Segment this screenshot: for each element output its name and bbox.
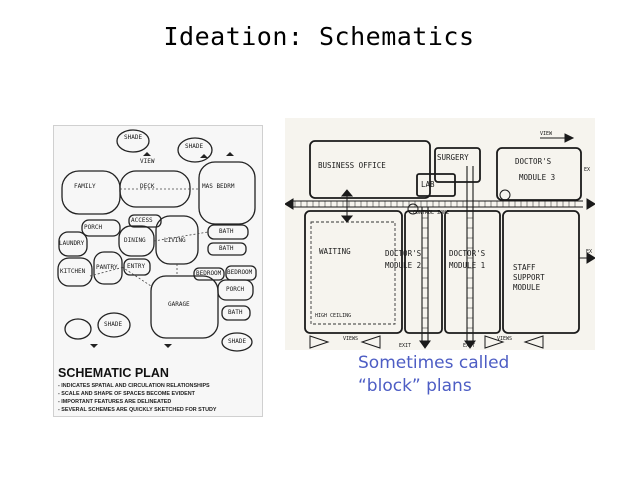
bubble-garage	[150, 275, 219, 339]
block-plan-drawing: VIEW BUSINESS OFFICE SURGERY LAB DOCTOR'…	[285, 118, 595, 350]
label-bedroom-2: BEDROOM	[227, 269, 253, 276]
bubble-laundry	[58, 231, 88, 257]
bubble-bath-1	[207, 224, 249, 240]
block-doctors-module-3	[496, 147, 582, 201]
label-entry: ENTRY	[127, 263, 146, 270]
label-shade-bottom: SHADE	[104, 321, 123, 328]
label-family: FAMILY	[74, 183, 96, 190]
label-deck: DECK	[140, 183, 155, 190]
bubble-pantry	[93, 251, 123, 285]
label-control-zone: CONTROL ZONE	[413, 210, 450, 216]
slide-caption: Sometimes called “block” plans	[358, 352, 509, 398]
label-views-right: VIEWS	[497, 336, 513, 342]
label-dining: DINING	[124, 237, 146, 244]
label-doctors-module-3-line1: DOCTOR'S	[515, 157, 552, 166]
label-doctors-module-2-line2: MODULE 2	[385, 261, 422, 270]
house-bubble-diagram	[57, 129, 257, 352]
label-access: ACCESS	[131, 217, 153, 224]
label-views-left: VIEWS	[343, 336, 359, 342]
bubble-entry	[123, 258, 151, 276]
label-staff-line1: STAFF	[513, 263, 536, 272]
bubble-bath-2	[207, 242, 247, 256]
label-bedroom-1: BEDROOM	[196, 270, 222, 277]
bubble-shade-mid	[177, 137, 213, 163]
label-shade-top: SHADE	[124, 134, 143, 141]
label-bath-3: BATH	[228, 309, 243, 316]
label-exit-mid: EXIT	[463, 343, 476, 349]
label-view: VIEW	[540, 131, 553, 137]
note-item: - SEVERAL SCHEMES ARE QUICKLY SKETCHED F…	[58, 407, 217, 413]
label-garage: GARAGE	[168, 301, 190, 308]
label-surgery: SURGERY	[437, 153, 469, 162]
label-view: VIEW	[140, 158, 155, 165]
block-staff-support	[502, 210, 580, 334]
schematic-plan-notes: - INDICATES SPATIAL AND CIRCULATION RELA…	[58, 382, 262, 414]
label-high-ceiling: HIGH CEILING	[315, 313, 352, 319]
bubble-bath-3	[221, 305, 251, 321]
label-shade-mid: SHADE	[185, 143, 204, 150]
schematic-plan-drawing: SHADE VIEW SHADE FAMILY DECK MAS BEDRM P…	[53, 125, 263, 417]
label-doctors-module-1-line2: MODULE 1	[449, 261, 486, 270]
bubble-shade-bottom	[97, 312, 131, 338]
bubble-kitchen	[57, 257, 93, 287]
note-item: - INDICATES SPATIAL AND CIRCULATION RELA…	[58, 383, 210, 389]
slide-title: Ideation: Schematics	[163, 22, 475, 51]
schematic-plan-heading: SCHEMATIC PLAN	[58, 366, 169, 380]
label-ex-right: EX	[586, 249, 593, 255]
bubble-shade-right	[221, 332, 253, 352]
label-exit-left: EXIT	[399, 343, 412, 349]
label-pantry: PANTRY	[96, 264, 118, 271]
label-kitchen: KITCHEN	[60, 268, 86, 275]
block-waiting	[304, 210, 403, 334]
label-porch-right: PORCH	[226, 286, 245, 293]
label-staff-line3: MODULE	[513, 283, 541, 292]
bubble-family	[61, 170, 121, 215]
label-staff-line2: SUPPORT	[513, 273, 545, 282]
bubble-small-left	[64, 318, 92, 340]
label-porch-left: PORCH	[84, 224, 103, 231]
clinic-block-diagram	[285, 133, 595, 349]
label-business-office: BUSINESS OFFICE	[318, 161, 386, 170]
block-business-office	[309, 140, 431, 199]
note-item: - IMPORTANT FEATURES ARE DELINEATED	[58, 399, 172, 405]
label-doctors-module-3-line2: MODULE 3	[519, 173, 556, 182]
block-doctors-module-2	[404, 210, 443, 334]
label-bath-1: BATH	[219, 228, 234, 235]
label-bath-2: BATH	[219, 245, 234, 252]
caption-line-2: “block” plans	[358, 376, 472, 396]
label-living: LIVING	[164, 237, 186, 244]
label-laundry: LAUNDRY	[59, 240, 85, 247]
note-item: - SCALE AND SHAPE OF SPACES BECOME EVIDE…	[58, 391, 195, 397]
block-lab	[416, 173, 456, 197]
label-master-bedroom: MAS BEDRM	[202, 183, 235, 190]
label-doctors-module-2-line1: DOCTOR'S	[385, 249, 422, 258]
label-ex-top: EX	[584, 167, 591, 173]
bubble-bedroom-1	[193, 267, 225, 281]
block-surgery	[434, 147, 481, 183]
label-shade-right: SHADE	[228, 338, 247, 345]
bubble-master-bedroom	[198, 161, 256, 225]
caption-line-1: Sometimes called	[358, 353, 510, 373]
bubble-porch-left	[81, 219, 121, 237]
bubble-shade-top	[116, 129, 150, 153]
bubble-deck	[119, 170, 191, 208]
label-doctors-module-1-line1: DOCTOR'S	[449, 249, 486, 258]
waiting-high-ceiling-zone	[310, 221, 396, 325]
label-waiting: WAITING	[319, 247, 351, 256]
label-lab: LAB	[421, 180, 435, 189]
